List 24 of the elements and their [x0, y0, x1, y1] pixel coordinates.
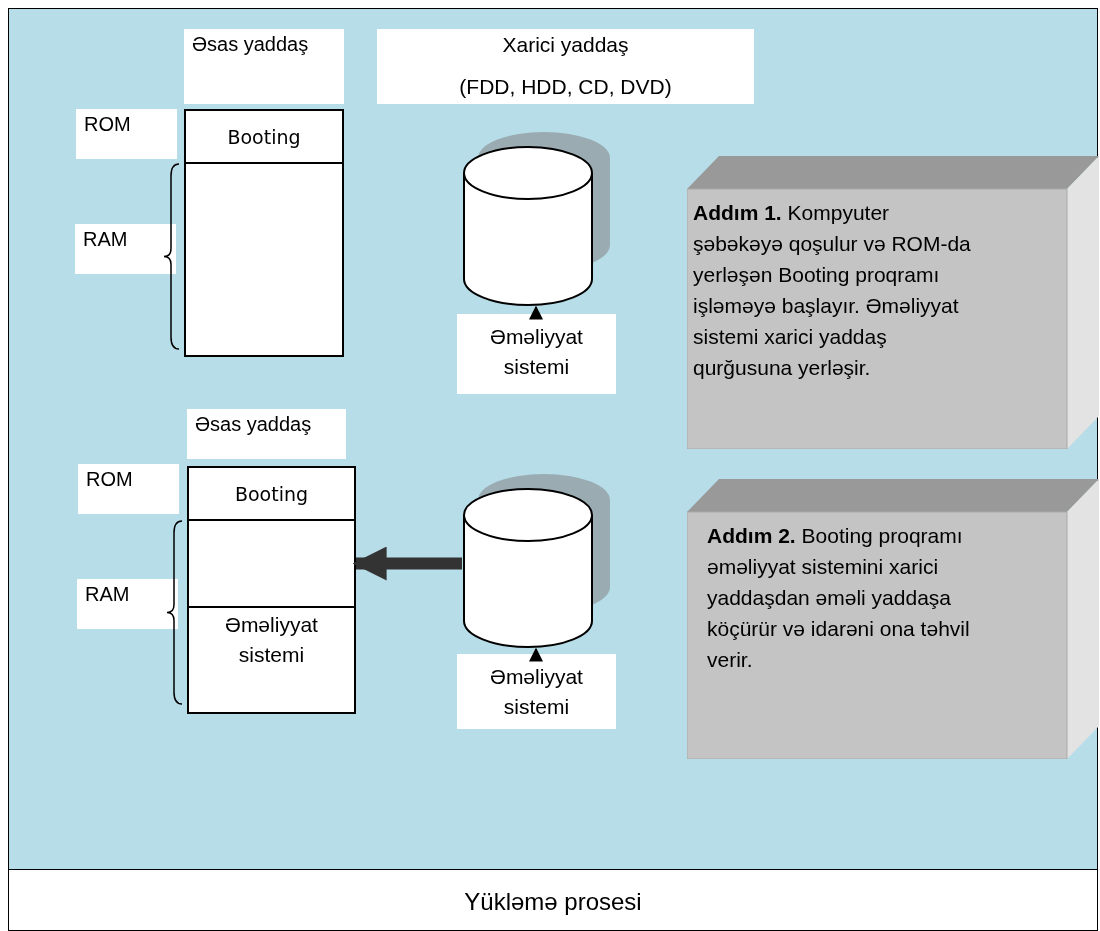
arrow — [529, 305, 543, 320]
storage-heading — [377, 29, 754, 104]
arrow — [352, 546, 462, 581]
os-label: Əməliyyat sistemi — [457, 654, 616, 729]
memory-heading: Əsas yaddaş — [184, 29, 344, 104]
os-label: Əməliyyat sistemi — [457, 314, 616, 394]
arrow — [529, 647, 543, 662]
rom-label: ROM — [78, 464, 179, 514]
rom-section: Booting — [184, 109, 344, 164]
caption: Yükləmə prosesi — [463, 888, 643, 916]
ram-section — [187, 519, 356, 608]
ram-section — [184, 162, 344, 357]
step-description: Addım 2. Booting proqramı əməliyyat sistemini xarici yaddaşdan əməli yaddaşa köçürür və idarəni ona təhvil verir. — [707, 523, 971, 673]
rom-label: ROM — [76, 109, 177, 159]
rom-section: Booting — [187, 466, 356, 521]
memory-heading: Əsas yaddaş — [187, 409, 346, 459]
storage-types: (FDD, HDD, CD, DVD) — [458, 75, 673, 99]
step-description: Addım 1. Kompyuter şəbəkəyə qoşulur və ROM-da yerləşən Booting proqramı işləməyə başlayır. Əməliyyat sistemi xarici yaddaş qurğusuna yerləşir. — [693, 200, 972, 381]
os-section: Əməliyyat sistemi — [187, 606, 356, 714]
ram-label: RAM — [77, 579, 178, 629]
disk-cylinder — [462, 474, 610, 649]
ram-label: RAM — [75, 224, 176, 274]
storage-title: Xarici yaddaş — [501, 33, 630, 57]
disk-cylinder — [462, 132, 610, 307]
